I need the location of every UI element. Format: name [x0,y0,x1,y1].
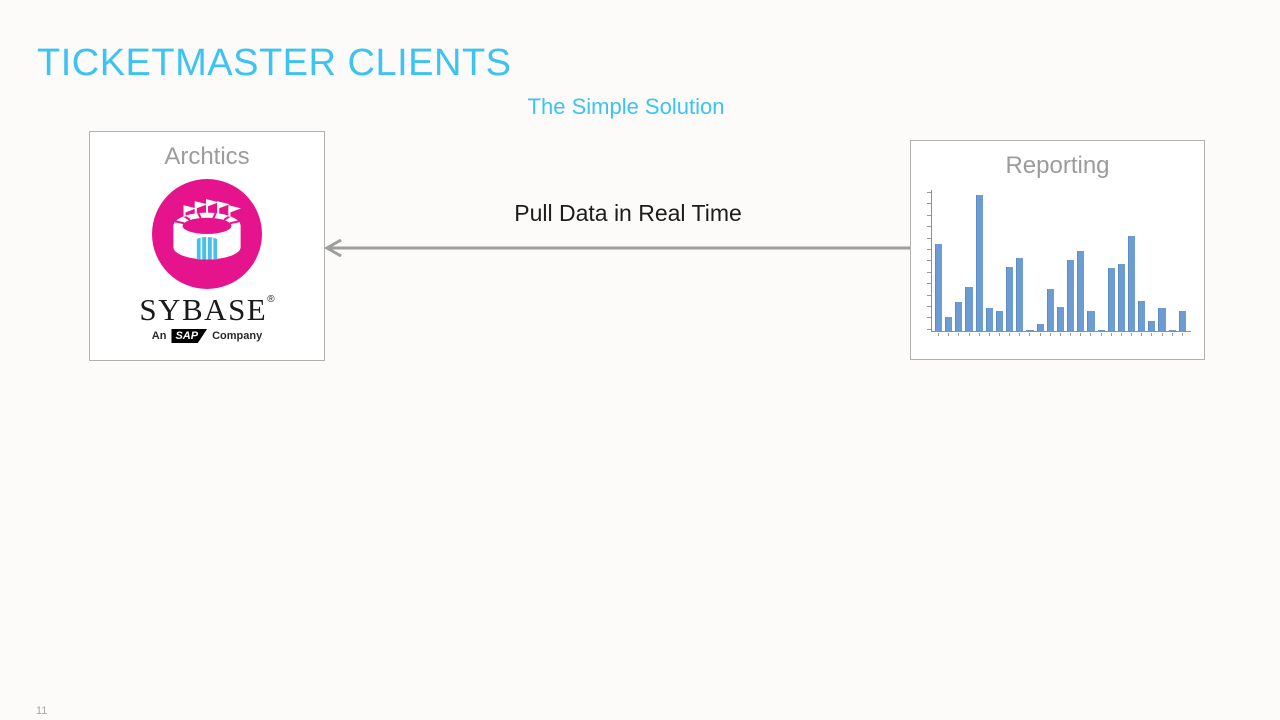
x-tick-mark [1098,333,1105,336]
x-tick-mark [1026,333,1033,336]
sap-line-prefix: An [151,330,167,342]
x-tick-mark [935,333,942,336]
bar [945,317,953,331]
y-tick-mark [927,214,931,216]
bar-series [935,195,1186,331]
y-tick-mark [927,317,931,319]
x-axis-ticks [935,333,1186,336]
x-tick-mark [976,333,983,336]
archtics-stadium-icon [151,178,263,290]
x-tick-mark [1047,333,1054,336]
y-tick-mark [927,249,931,251]
sybase-logo: SYBASE® An SAP Company [90,294,324,343]
bar [1046,288,1054,331]
bar [1056,306,1065,331]
bar [1148,321,1156,331]
x-axis [931,331,1191,332]
bar [1077,250,1085,331]
archtics-box: Archtics [89,131,325,361]
bar [1016,257,1024,331]
bar [1117,264,1125,331]
arrow-label: Pull Data in Real Time [514,200,742,226]
bar [1158,307,1166,331]
bar [965,287,973,331]
x-tick-mark [1108,333,1115,336]
sybase-logo-text: SYBASE [139,292,268,327]
x-tick-mark [1128,333,1135,336]
bar [1138,301,1146,331]
bar [955,302,963,331]
bar [1127,235,1136,331]
y-tick-mark [927,271,931,273]
bar [1107,268,1115,331]
left-arrow-icon [323,238,913,258]
reporting-box-label: Reporting [1005,152,1110,179]
x-tick-mark [1148,333,1155,336]
bar [1087,310,1095,331]
y-tick-mark [927,237,931,239]
x-tick-mark [1077,333,1084,336]
x-tick-mark [986,333,993,336]
x-tick-mark [1006,333,1013,336]
bar [1097,329,1105,331]
x-tick-mark [1138,333,1145,336]
y-tick-mark [927,192,931,193]
bar-chart [927,190,1193,336]
y-tick-mark [927,203,931,205]
bar [1006,267,1014,331]
slide-title: TICKETMASTER CLIENTS [37,42,512,85]
y-axis-ticks [927,192,931,330]
x-tick-mark [996,333,1003,336]
bar [975,195,983,331]
bar [1168,329,1176,331]
sap-line-suffix: Company [212,330,263,342]
sybase-trademark: ® [267,294,275,305]
x-tick-mark [1016,333,1023,336]
x-tick-mark [1067,333,1074,336]
y-tick-mark [927,283,931,285]
page-number: 11 [36,705,48,717]
x-tick-mark [945,333,952,336]
y-tick-mark [927,294,931,296]
y-tick-mark [927,306,931,308]
y-tick-mark [927,328,931,330]
bar [1067,260,1075,331]
y-axis [931,190,932,332]
bar [935,243,943,331]
x-tick-mark [1037,333,1044,336]
bar [985,307,993,331]
x-tick-mark [1087,333,1094,336]
slide-subtitle: The Simple Solution [527,94,725,119]
y-tick-mark [927,260,931,262]
x-tick-mark [1169,333,1176,336]
x-tick-mark [965,333,972,336]
x-tick-mark [1057,333,1064,336]
bar [1026,329,1034,331]
sap-logo: SAP [171,329,208,343]
bar [1178,310,1186,331]
archtics-box-label: Archtics [164,143,250,170]
x-tick-mark [1179,333,1186,336]
reporting-box: Reporting [910,140,1205,360]
x-tick-mark [1118,333,1125,336]
bar [995,310,1004,331]
bar [1036,324,1044,331]
sap-company-line: An SAP Company [90,329,324,343]
x-tick-mark [955,333,962,336]
y-tick-mark [927,226,931,228]
x-tick-mark [1158,333,1165,336]
data-flow-arrow: Pull Data in Real Time [323,200,913,260]
